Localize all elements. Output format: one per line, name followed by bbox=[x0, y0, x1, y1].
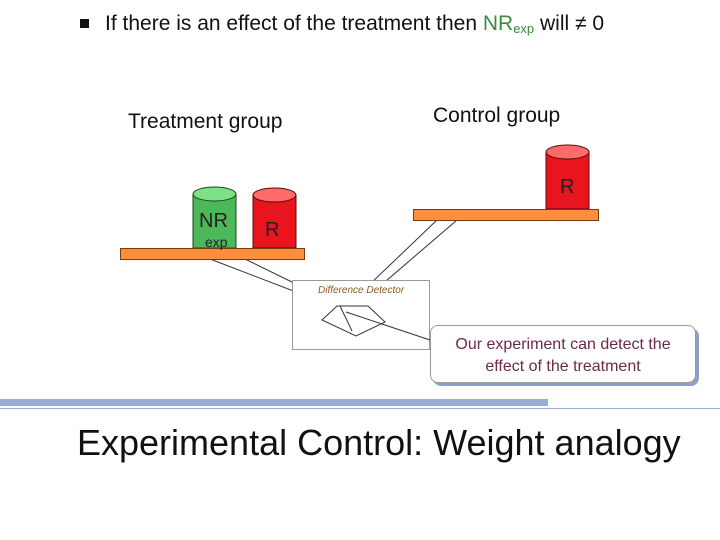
headline-suffix: will ≠ 0 bbox=[534, 12, 605, 35]
r-can-label: R bbox=[265, 219, 280, 241]
callout-line-1: Our experiment can detect the bbox=[455, 336, 671, 353]
control-red-can-icon bbox=[545, 144, 590, 210]
gauge-shape bbox=[321, 305, 386, 337]
control-tray bbox=[413, 209, 599, 221]
green-can-icon bbox=[192, 186, 237, 249]
callout-line-2: effect of the treatment bbox=[485, 358, 641, 375]
callout-connector bbox=[345, 311, 437, 343]
accent-rule bbox=[0, 399, 548, 406]
accent-rule-line bbox=[0, 408, 720, 409]
headline: If there is an effect of the treatment t… bbox=[105, 12, 604, 36]
control-group-label: Control group bbox=[433, 104, 561, 127]
detector-label: Difference Detector bbox=[318, 285, 405, 296]
callout-box: Our experiment can detect the effect of … bbox=[430, 325, 696, 383]
nr-can-label: NR bbox=[199, 210, 228, 232]
callout-text: Our experiment can detect the effect of … bbox=[431, 334, 695, 378]
control-r-can-label: R bbox=[560, 176, 575, 198]
treatment-tray bbox=[120, 248, 305, 260]
gauge-needle bbox=[339, 305, 353, 332]
nr-can-sublabel: exp bbox=[205, 234, 228, 250]
slide-title: Experimental Control: Weight analogy bbox=[77, 422, 681, 463]
treatment-group-label: Treatment group bbox=[128, 110, 283, 133]
bullet-icon bbox=[80, 19, 89, 28]
headline-prefix: If there is an effect of the treatment t… bbox=[105, 12, 483, 35]
headline-nr: NRexp bbox=[482, 12, 535, 36]
red-can-icon bbox=[252, 187, 297, 249]
